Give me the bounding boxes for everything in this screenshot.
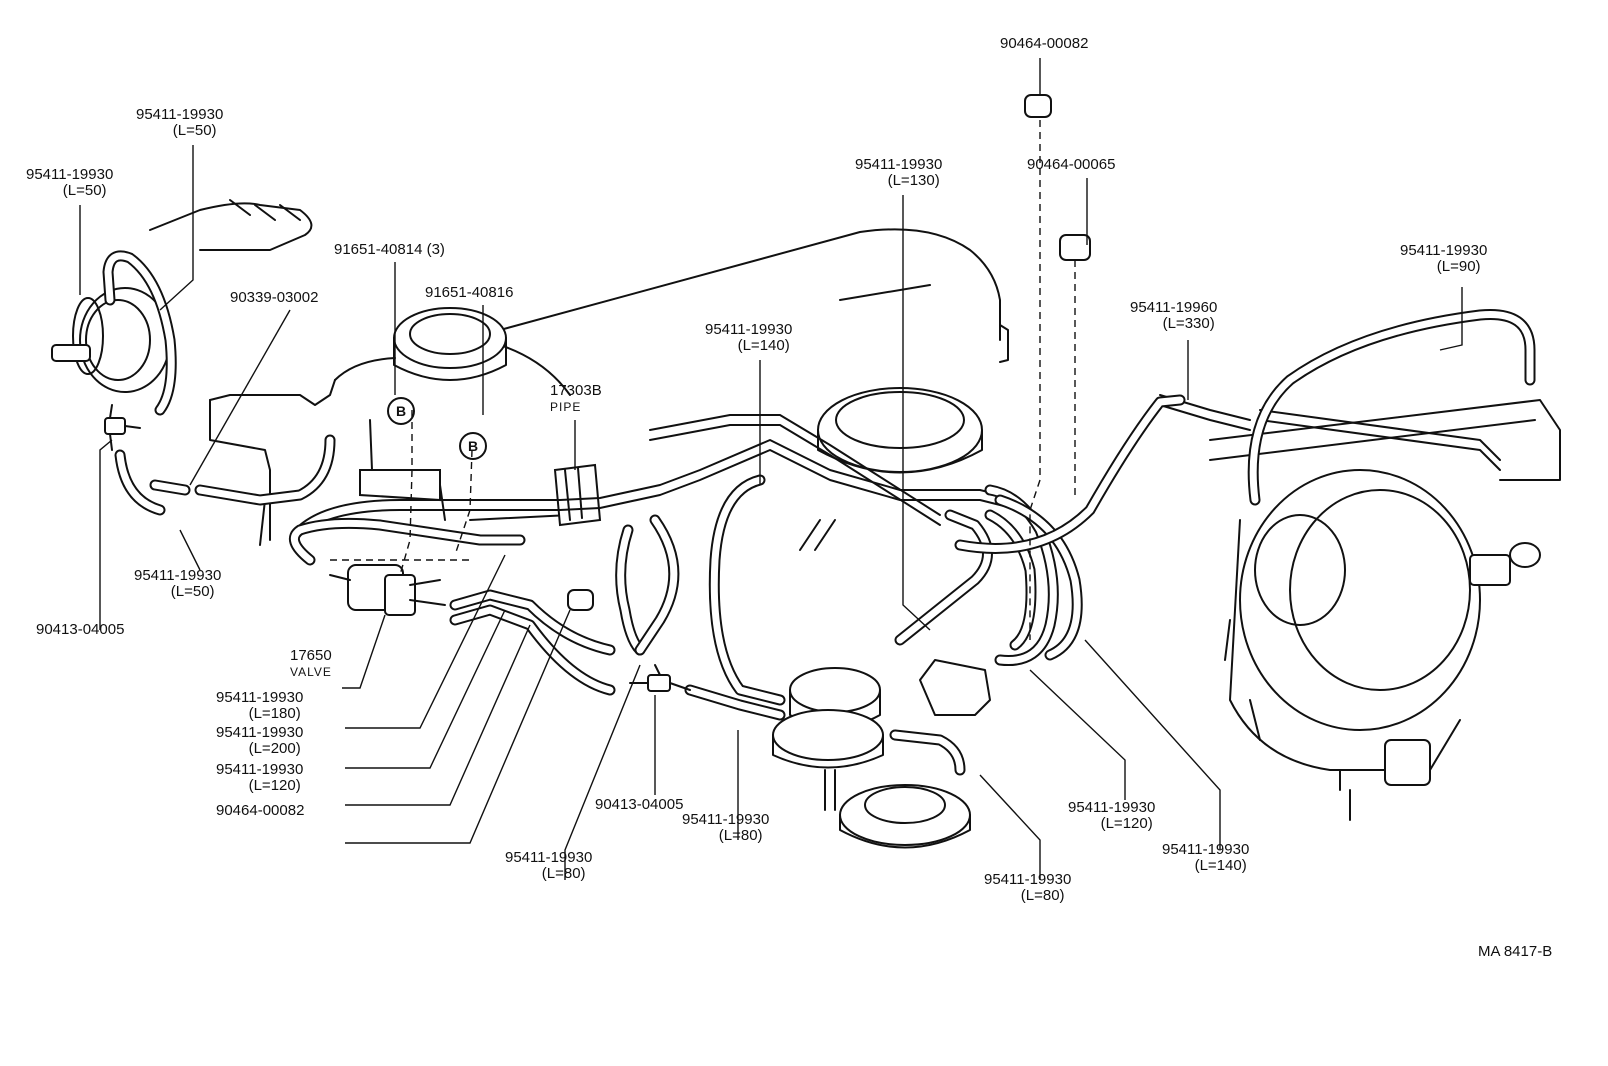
hose-label: 95411-19930 (L=80) bbox=[682, 811, 770, 844]
mounting-bracket bbox=[359, 419, 446, 521]
fitting-label: 90413-04005 bbox=[595, 796, 684, 813]
callout-b-marker: B bbox=[387, 397, 415, 425]
clamp-label: 90464-00065 bbox=[1027, 156, 1116, 173]
pipe-17303b bbox=[553, 463, 602, 527]
clamp-label: 90464-00082 bbox=[216, 802, 305, 819]
hose-label: 95411-19930 (L=50) bbox=[134, 567, 222, 600]
hose-label: 95411-19930 (L=120) bbox=[1068, 799, 1156, 832]
hose-label: 95411-19930 (L=120) bbox=[216, 761, 304, 794]
hose-label: 95411-19930 (L=80) bbox=[505, 849, 593, 882]
dashed-assembly-lines bbox=[330, 120, 1076, 640]
clamp-label: 90464-00082 bbox=[1000, 35, 1089, 52]
hose-label: 95411-19930 (L=180) bbox=[216, 689, 304, 722]
throttle-body-right bbox=[1209, 399, 1561, 821]
hose-label: 95411-19930 (L=140) bbox=[1162, 841, 1250, 874]
vsv-valve bbox=[329, 564, 446, 616]
air-cleaner-housing bbox=[393, 307, 507, 381]
fittings bbox=[104, 94, 1091, 692]
part-label: 91651-40816 bbox=[425, 284, 514, 301]
pipe-label: 17303B PIPE bbox=[550, 382, 602, 415]
rubber-hoses bbox=[102, 250, 1536, 776]
hose-label: 95411-19930 (L=50) bbox=[136, 106, 224, 139]
hose-label: 95411-19930 (L=90) bbox=[1400, 242, 1488, 275]
fitting-label: 90413-04005 bbox=[36, 621, 125, 638]
air-cleaner-lid bbox=[817, 387, 983, 474]
leader-lines bbox=[79, 58, 1463, 880]
part-label: 91651-40814 (3) bbox=[334, 241, 445, 258]
hose-label: 95411-19930 (L=200) bbox=[216, 724, 304, 757]
hose-label: 95411-19930 (L=130) bbox=[855, 156, 943, 189]
part-label: 90339-03002 bbox=[230, 289, 319, 306]
hose-label: 95411-19930 (L=80) bbox=[984, 871, 1072, 904]
hose-label: 95411-19930 (L=140) bbox=[705, 321, 793, 354]
valve-label: 17650 VALVE bbox=[290, 647, 332, 680]
hose-label: 95411-19930 (L=50) bbox=[26, 166, 114, 199]
engine-block-outline bbox=[209, 228, 1009, 716]
drawing-reference-code: MA 8417-B bbox=[1478, 943, 1553, 960]
callout-b-marker: B bbox=[459, 432, 487, 460]
vacuum-canisters bbox=[772, 667, 971, 849]
hose-label: 95411-19960 (L=330) bbox=[1130, 299, 1218, 332]
